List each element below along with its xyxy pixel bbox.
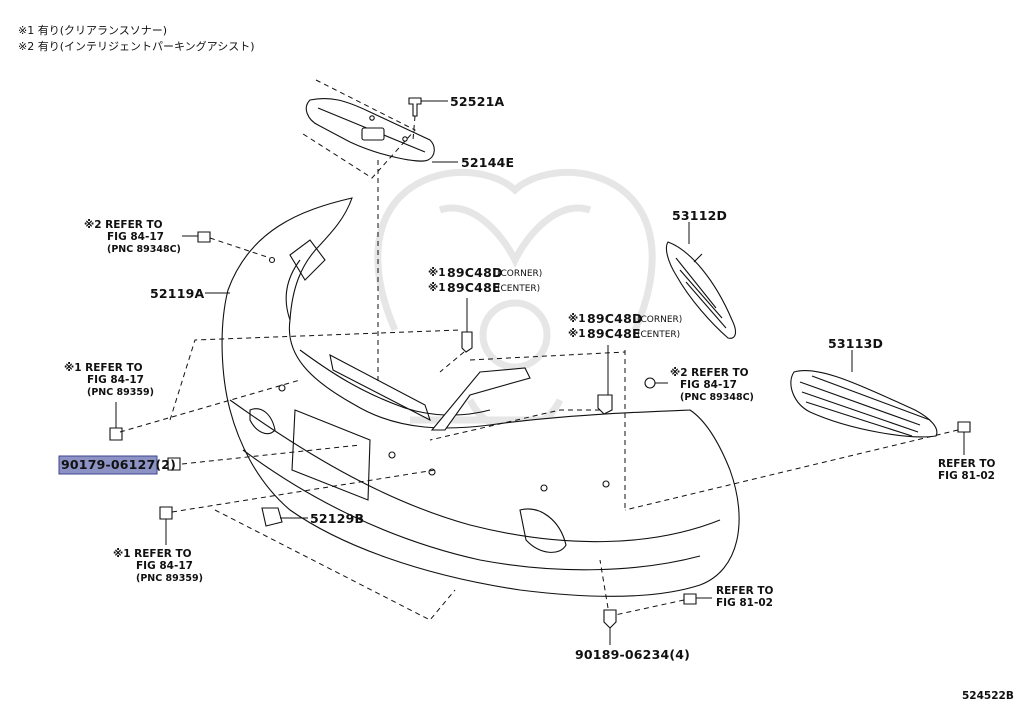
grille-53112D	[665, 241, 737, 339]
clip-89348C-left	[197, 231, 211, 243]
sensor-retainer-right	[597, 394, 613, 415]
ref-r1-line3: (PNC 89348C)	[107, 244, 181, 255]
sensor-label-right: ※1 89C48D (CORNER) ※1 89C48E (CENTER)	[568, 311, 682, 341]
clip-90189-06234	[603, 609, 617, 629]
clip-89348C-right	[644, 377, 656, 389]
cap-52129B	[261, 507, 283, 527]
ref-r5-line2: FIG 81-02	[938, 470, 995, 482]
ref-r1-line1: ※2 REFER TO	[84, 219, 163, 231]
part-90189-06234[interactable]: 90189-06234(4)	[575, 647, 690, 662]
ref-89359-upper[interactable]: ※1 REFER TO FIG 84-17 (PNC 89359)	[64, 362, 154, 398]
sensor-label-left: ※1 89C48D (CORNER) ※1 89C48E (CENTER)	[428, 265, 542, 295]
clip-89359-upper	[109, 427, 123, 441]
note-2: ※2 有り(インテリジェントパーキングアシスト)	[18, 39, 255, 53]
ref-81-02-bottom[interactable]: REFER TO FIG 81-02	[716, 585, 774, 609]
ref-r6-line2: FIG 81-02	[716, 597, 773, 609]
ref-r4-line1: ※2 REFER TO	[670, 367, 749, 379]
ref-r2-line3: (PNC 89359)	[87, 387, 154, 398]
note-1: ※1 有り(クリアランスソナー)	[18, 23, 167, 37]
sensor-right-corner-pn[interactable]: 89C48D	[587, 311, 643, 326]
part-52144E[interactable]: 52144E	[461, 155, 514, 170]
sensor-retainer-left	[461, 331, 473, 353]
bolt-bottom-81-02	[683, 593, 697, 605]
bumper-cover-52119A	[221, 197, 740, 597]
ref-81-02-right[interactable]: REFER TO FIG 81-02	[938, 458, 996, 482]
watermark-emblem	[374, 169, 656, 434]
illustration-id: 524522B	[962, 690, 1014, 702]
sensor-right-corner-sfx: (CORNER)	[637, 315, 682, 325]
clip-52521A	[408, 97, 422, 117]
ref-r3-line2: FIG 84-17	[136, 560, 193, 572]
sensor-right-corner-mark: ※1	[568, 313, 586, 325]
ref-r3-line1: ※1 REFER TO	[113, 548, 192, 560]
ref-r4-line2: FIG 84-17	[680, 379, 737, 391]
ref-r2-line1: ※1 REFER TO	[64, 362, 143, 374]
bolt-right-81-02	[957, 421, 971, 433]
grille-53113D	[790, 370, 938, 438]
sensor-right-center-pn[interactable]: 89C48E	[587, 326, 641, 341]
sensor-left-corner-mark: ※1	[428, 267, 446, 279]
part-53113D[interactable]: 53113D	[828, 336, 883, 351]
sensor-left-center-mark: ※1	[428, 282, 446, 294]
clip-89359-lower	[159, 506, 173, 520]
bumper-upper-retainer-52144E	[305, 97, 435, 162]
sensor-left-corner-pn[interactable]: 89C48D	[447, 265, 503, 280]
ref-r3-line3: (PNC 89359)	[136, 573, 203, 584]
ref-r4-line3: (PNC 89348C)	[680, 392, 754, 403]
clip-90179-06127	[167, 457, 181, 471]
sensor-left-center-pn[interactable]: 89C48E	[447, 280, 501, 295]
ref-89348C-right[interactable]: ※2 REFER TO FIG 84-17 (PNC 89348C)	[670, 367, 754, 403]
ref-r1-line2: FIG 84-17	[107, 231, 164, 243]
sensor-right-center-sfx: (CENTER)	[637, 330, 680, 340]
ref-r5-line1: REFER TO	[938, 458, 996, 470]
part-52119A[interactable]: 52119A	[150, 286, 204, 301]
sensor-left-corner-sfx: (CORNER)	[497, 269, 542, 279]
ref-89348C-upper-left[interactable]: ※2 REFER TO FIG 84-17 (PNC 89348C)	[84, 219, 181, 255]
ref-r2-line2: FIG 84-17	[87, 374, 144, 386]
part-52521A[interactable]: 52521A	[450, 94, 504, 109]
ref-89359-lower[interactable]: ※1 REFER TO FIG 84-17 (PNC 89359)	[113, 548, 203, 584]
part-52129B[interactable]: 52129B	[310, 511, 364, 526]
ref-r6-line1: REFER TO	[716, 585, 774, 597]
sensor-right-center-mark: ※1	[568, 328, 586, 340]
sensor-left-center-sfx: (CENTER)	[497, 284, 540, 294]
part-53112D[interactable]: 53112D	[672, 208, 727, 223]
part-90179-06127[interactable]: 90179-06127(2)	[61, 457, 176, 472]
highlight-box-90179	[58, 455, 158, 475]
